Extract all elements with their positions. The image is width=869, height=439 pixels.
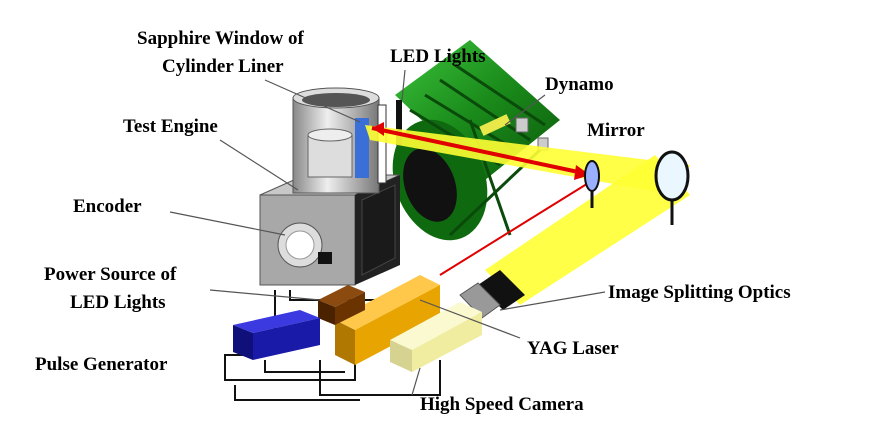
- label-dynamo: Dynamo: [545, 74, 614, 95]
- label-sapphire-window-line1: Sapphire Window of: [137, 28, 305, 49]
- label-sapphire-window-line2: Cylinder Liner: [162, 56, 284, 77]
- wiring: [224, 290, 441, 401]
- label-mirror: Mirror: [587, 120, 645, 141]
- label-power-source-line1: Power Source of: [44, 264, 177, 285]
- label-yag-laser: YAG Laser: [527, 338, 619, 359]
- label-high-speed-camera: High Speed Camera: [420, 394, 584, 415]
- high-speed-camera: [390, 302, 482, 372]
- led-power-source: [318, 285, 365, 325]
- leader-lines: [169, 69, 606, 396]
- label-power-source-line2: LED Lights: [70, 292, 166, 313]
- optical-paths: [365, 122, 690, 305]
- label-image-splitting-optics: Image Splitting Optics: [608, 282, 791, 303]
- label-test-engine: Test Engine: [123, 116, 218, 137]
- yag-laser: [335, 275, 440, 365]
- label-pulse-generator: Pulse Generator: [35, 354, 168, 375]
- label-led-lights: LED Lights: [390, 46, 486, 67]
- test-engine: [259, 87, 402, 286]
- mirrors: [584, 150, 690, 225]
- pulse-generator: [233, 310, 320, 360]
- label-encoder: Encoder: [73, 196, 142, 217]
